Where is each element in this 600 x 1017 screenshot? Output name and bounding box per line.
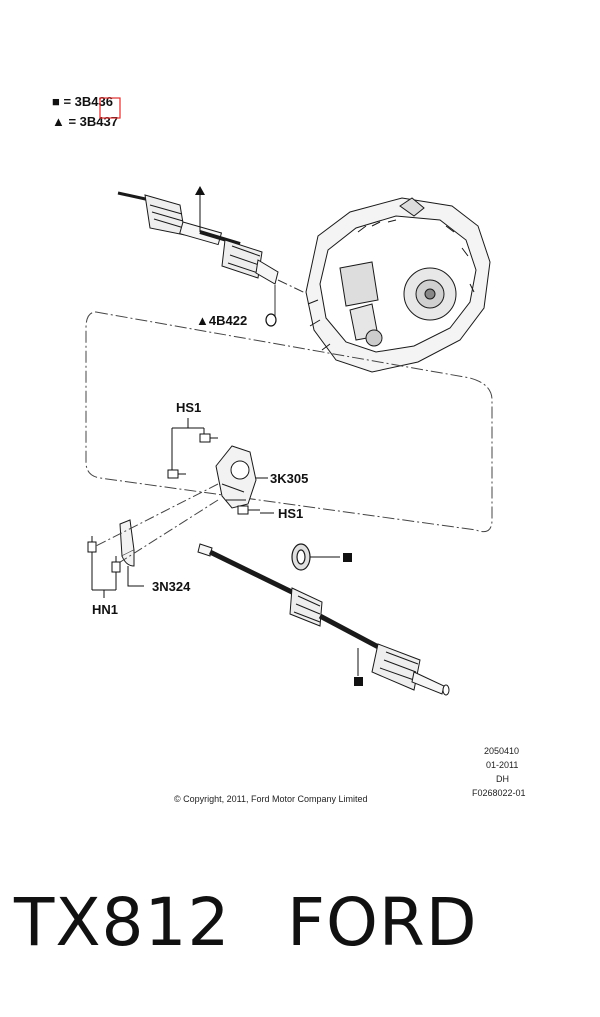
nut-hn1-icon bbox=[87, 536, 97, 553]
exploded-parts-diagram: ■ = 3B436 ▲ = 3B437 ▲4B422 HS1 bbox=[52, 94, 526, 804]
bolt-hs1-icon bbox=[237, 505, 260, 515]
legend-triangle-ref: ▲ = 3B437 bbox=[52, 114, 118, 129]
oil-seal bbox=[291, 543, 311, 571]
caption-model-code: TX812 bbox=[14, 884, 231, 961]
info-line-3: DH bbox=[496, 774, 509, 784]
copyright-text: © Copyright, 2011, Ford Motor Company Li… bbox=[174, 794, 368, 804]
bearing-bracket-3k305 bbox=[215, 445, 257, 509]
square-marker-icon bbox=[343, 553, 352, 562]
info-line-2: 01-2011 bbox=[486, 760, 518, 770]
bolt-hs1-icon bbox=[199, 433, 218, 443]
legend-square-ref: ■ = 3B436 bbox=[52, 94, 113, 109]
assembly-outline bbox=[85, 311, 493, 533]
leader-line bbox=[91, 552, 117, 598]
circlip-4b422-icon bbox=[265, 313, 277, 327]
leader-line bbox=[171, 418, 205, 470]
transmission-housing bbox=[305, 197, 491, 373]
callout-3k305: 3K305 bbox=[270, 471, 308, 486]
upper-drive-shaft bbox=[117, 191, 279, 285]
assembly-line bbox=[113, 499, 219, 567]
callout-hn1: HN1 bbox=[92, 602, 118, 617]
lower-drive-shaft bbox=[197, 543, 450, 696]
bearing-strap-3n324 bbox=[119, 519, 135, 567]
highlight-box bbox=[99, 97, 121, 119]
callout-hs1-right: HS1 bbox=[278, 506, 303, 521]
square-marker-icon bbox=[354, 677, 363, 686]
info-line-4: F0268022-01 bbox=[472, 788, 526, 798]
callout-4b422: ▲4B422 bbox=[196, 313, 247, 328]
nut-hn1-icon bbox=[111, 556, 121, 573]
caption-brand: FORD bbox=[287, 884, 478, 961]
assembly-line bbox=[95, 483, 219, 547]
leader-line bbox=[127, 566, 144, 587]
triangle-marker-icon bbox=[195, 186, 205, 195]
info-line-1: 2050410 bbox=[484, 746, 519, 756]
bolt-hs1-icon bbox=[167, 469, 186, 479]
callout-hs1-top: HS1 bbox=[176, 400, 201, 415]
callout-3n324: 3N324 bbox=[152, 579, 191, 594]
